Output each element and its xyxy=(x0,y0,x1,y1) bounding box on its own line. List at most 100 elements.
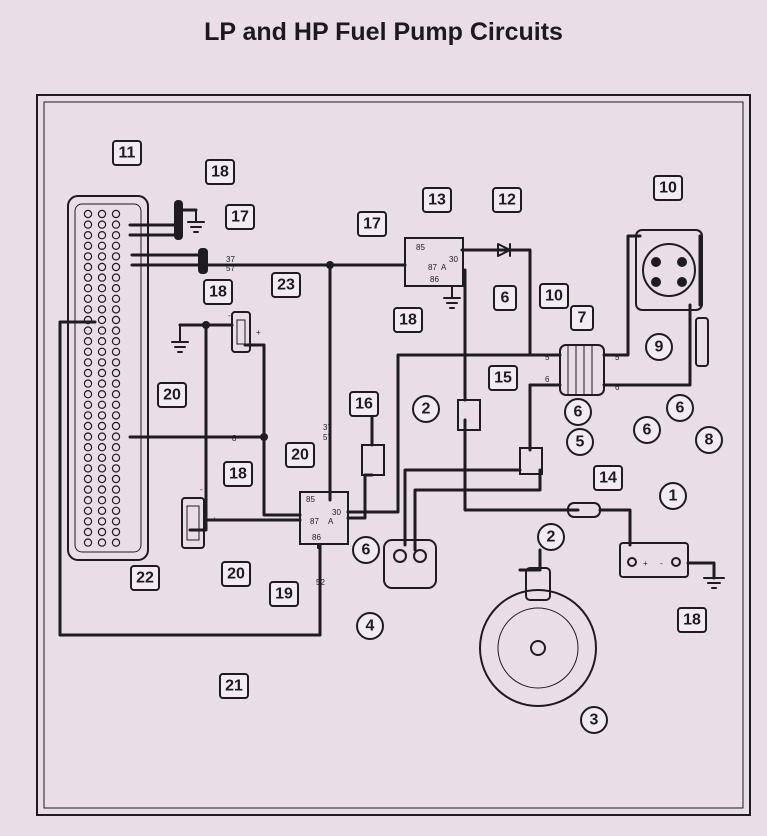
ecu-pin xyxy=(97,485,107,494)
svg-text:5: 5 xyxy=(576,434,585,451)
ecu-pin xyxy=(97,262,107,272)
ecu-pin xyxy=(97,358,107,367)
ecu-pin xyxy=(111,230,121,240)
ecu-pin xyxy=(83,474,93,484)
ecu-pin xyxy=(83,252,93,261)
ecu-pin xyxy=(83,220,93,229)
wire-label-57: 57 xyxy=(226,264,235,273)
ecu-pin xyxy=(97,527,107,537)
splice-17 xyxy=(198,248,208,274)
ecu-pin xyxy=(83,400,93,409)
ecu-pin xyxy=(83,390,93,399)
ecu-pin xyxy=(111,358,121,367)
wire-label-52: 52 xyxy=(316,578,325,587)
svg-text:18: 18 xyxy=(229,466,247,483)
ecu-pin xyxy=(111,453,121,462)
callout-16: 16 xyxy=(349,391,379,417)
relay-13: 85 30 87 A 86 xyxy=(404,237,464,287)
ecu-pin xyxy=(97,305,107,314)
callout-18: 18 xyxy=(393,307,423,333)
svg-text:18: 18 xyxy=(211,164,229,181)
ecu-pin xyxy=(97,368,107,378)
ecu-pin xyxy=(83,432,93,441)
svg-text:6: 6 xyxy=(643,422,652,439)
ecu-pin xyxy=(83,411,93,420)
ecu-pin xyxy=(83,506,93,515)
ecu-pin xyxy=(83,262,93,272)
ecu-pin xyxy=(97,453,107,462)
wire-label-5b: 5 xyxy=(615,353,620,362)
ecu-pin xyxy=(97,252,107,261)
ecu-pin xyxy=(97,411,107,420)
callout-18: 18 xyxy=(205,159,235,185)
ecu-pin xyxy=(111,517,121,526)
ecu-pin xyxy=(111,421,121,431)
sensor-23: - + xyxy=(228,311,261,353)
ecu-pin xyxy=(97,464,107,473)
wire-labels: 37 57 37 57 5 6 5 6 8 52 xyxy=(226,255,620,587)
sensor23-minus: - xyxy=(228,311,231,320)
callout-17: 17 xyxy=(225,204,255,230)
callout-10: 10 xyxy=(653,175,683,201)
svg-text:10: 10 xyxy=(545,288,563,305)
battery-minus: - xyxy=(660,559,663,568)
ecu-pin xyxy=(97,294,107,303)
diagram-frame xyxy=(36,94,751,816)
svg-text:9: 9 xyxy=(655,339,664,356)
svg-text:20: 20 xyxy=(163,387,181,404)
ecu-pin xyxy=(111,241,121,250)
callout-15: 15 xyxy=(488,365,518,391)
connector-8 xyxy=(695,317,709,367)
relay19-pin-87: 87 xyxy=(310,517,319,526)
svg-text:14: 14 xyxy=(599,470,617,487)
ecu-pin xyxy=(111,209,121,219)
ecu-pin xyxy=(111,273,121,282)
svg-text:6: 6 xyxy=(501,290,510,307)
svg-text:7: 7 xyxy=(578,310,587,327)
ecu-pin xyxy=(111,432,121,441)
ecu-pin xyxy=(111,506,121,515)
svg-text:6: 6 xyxy=(574,404,583,421)
relay13-pin-85: 85 xyxy=(416,243,425,252)
svg-text:22: 22 xyxy=(136,570,154,587)
wire-label-6a: 6 xyxy=(545,375,550,384)
ecu-pin xyxy=(83,443,93,452)
ecu-pin xyxy=(97,347,107,356)
ecu-pin xyxy=(83,315,93,325)
relay-19: 85 30 87 A 86 xyxy=(299,491,349,545)
ecu-pin xyxy=(83,358,93,367)
ecu-pin xyxy=(111,294,121,303)
callout-20: 20 xyxy=(221,561,251,587)
svg-text:13: 13 xyxy=(428,192,446,209)
svg-text:18: 18 xyxy=(209,284,227,301)
wire-label-5a: 5 xyxy=(545,353,550,362)
page-title: LP and HP Fuel Pump Circuits xyxy=(204,18,563,46)
ecu-pin xyxy=(111,400,121,409)
ecu-pin xyxy=(97,337,107,346)
callout-10: 10 xyxy=(539,283,569,309)
ecu-pin xyxy=(83,453,93,462)
ecu-pin xyxy=(111,527,121,537)
ecu-pin xyxy=(111,485,121,494)
callout-20: 20 xyxy=(285,442,315,468)
ecu-pin xyxy=(111,284,121,293)
ecu-connector xyxy=(67,195,149,561)
svg-text:23: 23 xyxy=(277,277,295,294)
callout-1: 1 xyxy=(659,482,687,510)
svg-text:10: 10 xyxy=(659,180,677,197)
svg-text:21: 21 xyxy=(225,678,243,695)
ground-splice xyxy=(174,200,183,240)
callout-7: 7 xyxy=(570,305,594,331)
inertia-switch-22: - + xyxy=(181,485,217,549)
ecu-pin xyxy=(111,262,121,272)
callout-3: 3 xyxy=(580,706,608,734)
ecu-pin xyxy=(97,517,107,526)
ecu-pin xyxy=(97,496,107,505)
svg-text:1: 1 xyxy=(669,488,678,505)
diagram-frame-inner xyxy=(43,101,744,809)
callout-21: 21 xyxy=(219,673,249,699)
callout-6: 6 xyxy=(564,398,592,426)
switch-5 xyxy=(519,447,543,475)
callout-14: 14 xyxy=(593,465,623,491)
